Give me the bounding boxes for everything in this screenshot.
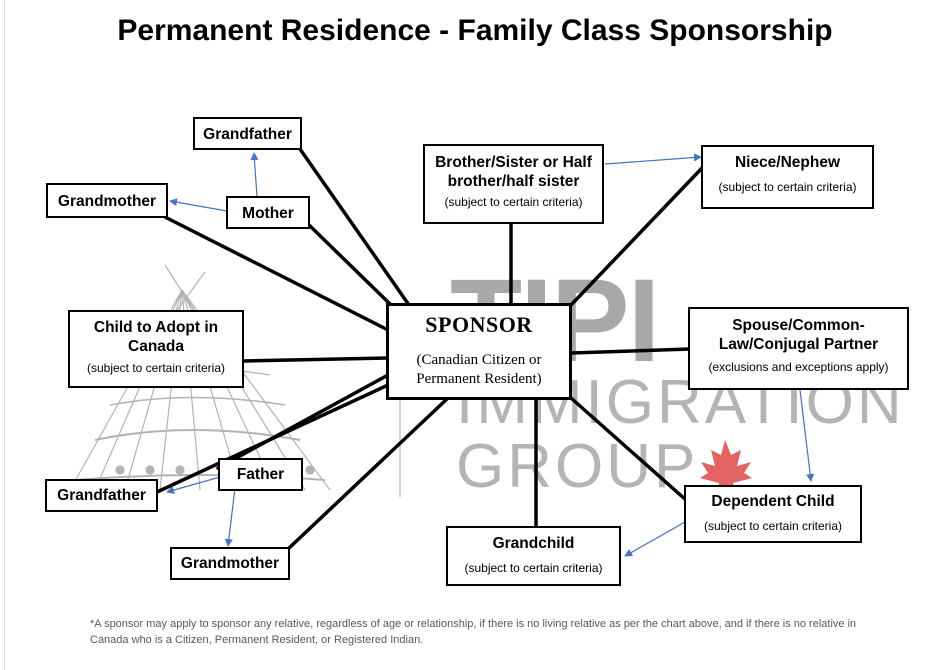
- adopt-child-box: Child to Adopt in Canada (subject to cer…: [68, 310, 244, 388]
- grandfather-maternal-box: Grandfather: [193, 117, 302, 150]
- connector-grandfather-paternal: [155, 383, 390, 494]
- connector-niece-nephew: [569, 165, 705, 307]
- connector-father: [216, 373, 390, 470]
- sponsor-subtitle-line2: Permanent Resident): [416, 371, 542, 387]
- spouse-label-line2: Law/Conjugal Partner: [718, 336, 879, 353]
- grandchild-criteria: (subject to certain criteria): [464, 561, 603, 575]
- spouse-criteria: (exclusions and exceptions apply): [708, 360, 889, 374]
- niece-nephew-box: Niece/Nephew (subject to certain criteri…: [701, 145, 874, 209]
- connector-mother: [306, 222, 393, 307]
- sibling-box: Brother/Sister or Half brother/half sist…: [423, 144, 604, 224]
- arrow-mother-to-grandfather: [250, 152, 259, 198]
- dependent-child-label: Dependent Child: [711, 493, 835, 510]
- connector-adopt-child: [242, 356, 390, 363]
- maple-leaf-icon: [700, 440, 752, 492]
- sponsor-subtitle-line1: (Canadian Citizen or: [416, 352, 542, 368]
- grandmother-paternal-label: Grandmother: [180, 555, 280, 572]
- adopt-child-label-line2: Canada: [128, 338, 184, 355]
- mother-label: Mother: [242, 205, 294, 222]
- footnote: *A sponsor may apply to sponsor any rela…: [90, 618, 857, 646]
- connector-grandmother-maternal: [163, 215, 390, 332]
- sibling-criteria: (subject to certain criteria): [444, 195, 583, 209]
- arrow-father-to-grandfather: [166, 476, 221, 494]
- grandfather-paternal-label: Grandfather: [57, 487, 146, 504]
- diagram-title: Permanent Residence - Family Class Spons…: [117, 14, 833, 47]
- grandmother-maternal-box: Grandmother: [46, 183, 168, 218]
- sponsor-box: SPONSOR (Canadian Citizen or Permanent R…: [386, 303, 572, 400]
- sibling-label-line1: Brother/Sister or Half: [435, 154, 592, 171]
- grandmother-maternal-label: Grandmother: [57, 193, 157, 210]
- spouse-label-line1: Spouse/Common-: [732, 317, 865, 334]
- mother-box: Mother: [226, 196, 310, 229]
- adopt-child-criteria: (subject to certain criteria): [86, 361, 226, 375]
- arrow-dependent-to-grandchild: [624, 521, 686, 557]
- grandmother-paternal-box: Grandmother: [170, 547, 290, 580]
- niece-nephew-label: Niece/Nephew: [734, 154, 841, 171]
- arrow-spouse-to-dependent: [799, 389, 815, 482]
- spouse-box: Spouse/Common- Law/Conjugal Partner (exc…: [688, 307, 909, 390]
- grandchild-label: Grandchild: [492, 535, 575, 552]
- grandchild-box: Grandchild (subject to certain criteria): [446, 526, 621, 586]
- connector-spouse: [569, 347, 692, 355]
- arrow-mother-to-grandmother: [169, 198, 228, 212]
- grandfather-paternal-box: Grandfather: [45, 479, 158, 512]
- connector-grandfather-maternal: [298, 147, 411, 307]
- grandfather-maternal-label: Grandfather: [203, 126, 292, 143]
- arrow-father-to-grandmother: [224, 487, 236, 547]
- connector-grandmother-paternal: [286, 396, 450, 551]
- connector-dependent-child: [569, 396, 688, 502]
- adopt-child-label-line1: Child to Adopt in: [93, 319, 219, 336]
- dependent-child-criteria: (subject to certain criteria): [703, 519, 843, 533]
- arrow-sibling-to-niece: [604, 153, 702, 165]
- father-label: Father: [236, 466, 285, 483]
- niece-nephew-criteria: (subject to certain criteria): [718, 180, 857, 194]
- father-box: Father: [218, 458, 303, 491]
- watermark-line3: GROUP: [456, 432, 699, 501]
- dependent-child-box: Dependent Child (subject to certain crit…: [684, 485, 862, 543]
- sponsor-title: SPONSOR: [425, 312, 533, 337]
- sibling-label-line2: brother/half sister: [447, 173, 580, 190]
- page-left-rule: [4, 0, 5, 670]
